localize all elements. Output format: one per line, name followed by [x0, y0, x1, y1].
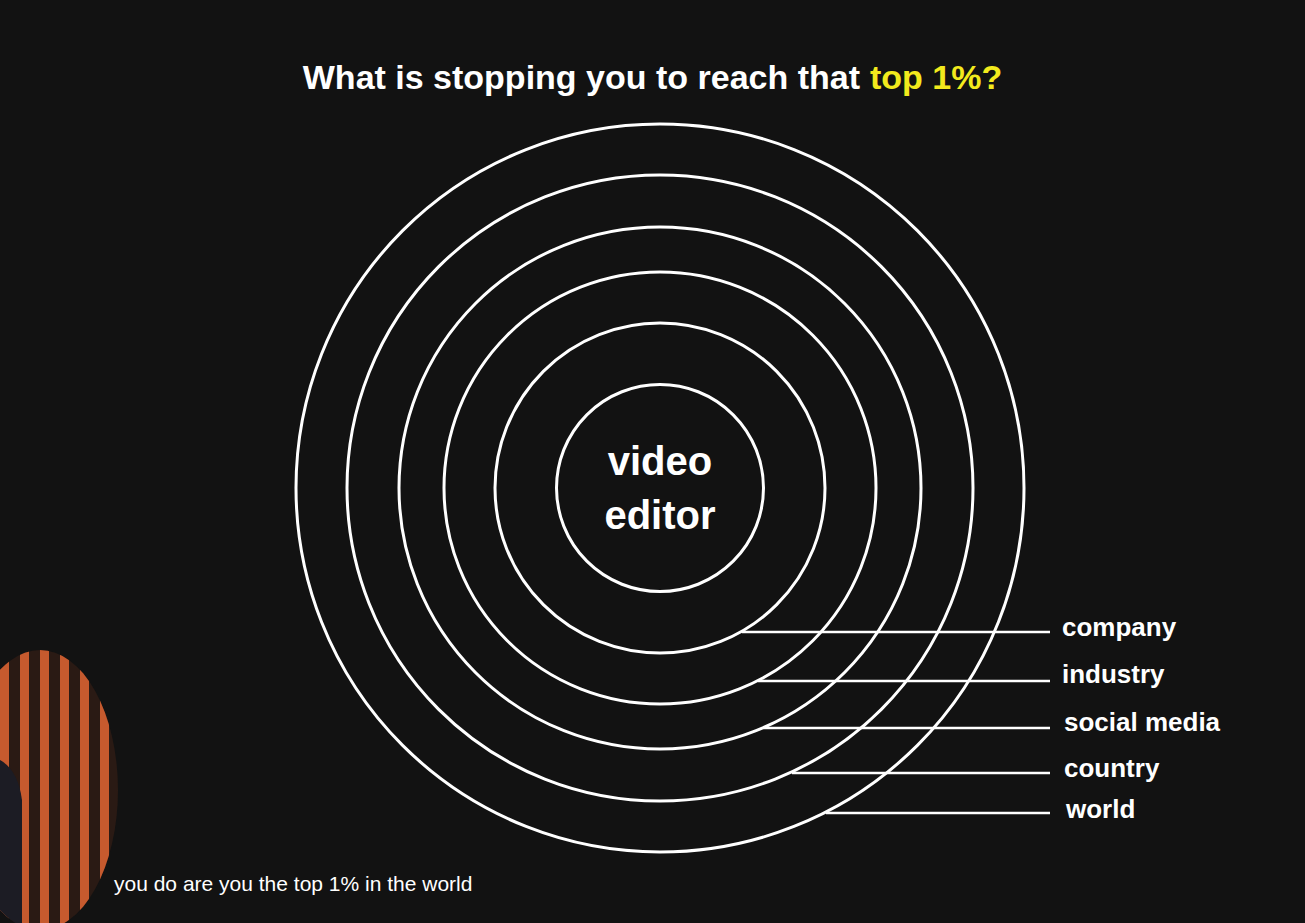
concentric-rings [296, 124, 1024, 852]
leader-lines [742, 632, 1050, 813]
title-text: What is stopping you to reach that [303, 58, 860, 97]
title-row: What is stopping you to reach that top 1%… [0, 58, 1305, 97]
center-circle: video editor [555, 383, 765, 593]
ring-label: company [1062, 612, 1176, 643]
ring-label: world [1066, 794, 1135, 825]
ring-label: social media [1064, 707, 1220, 738]
subtitle-caption: you do are you the top 1% in the world [114, 871, 474, 896]
presenter-figure [0, 640, 130, 923]
ring-label: industry [1062, 659, 1165, 690]
circle-label: video editor [585, 434, 735, 542]
circle-content: video editor [585, 434, 735, 542]
highlight-text: top 1%? [870, 58, 1002, 97]
ring-label: country [1064, 753, 1159, 784]
